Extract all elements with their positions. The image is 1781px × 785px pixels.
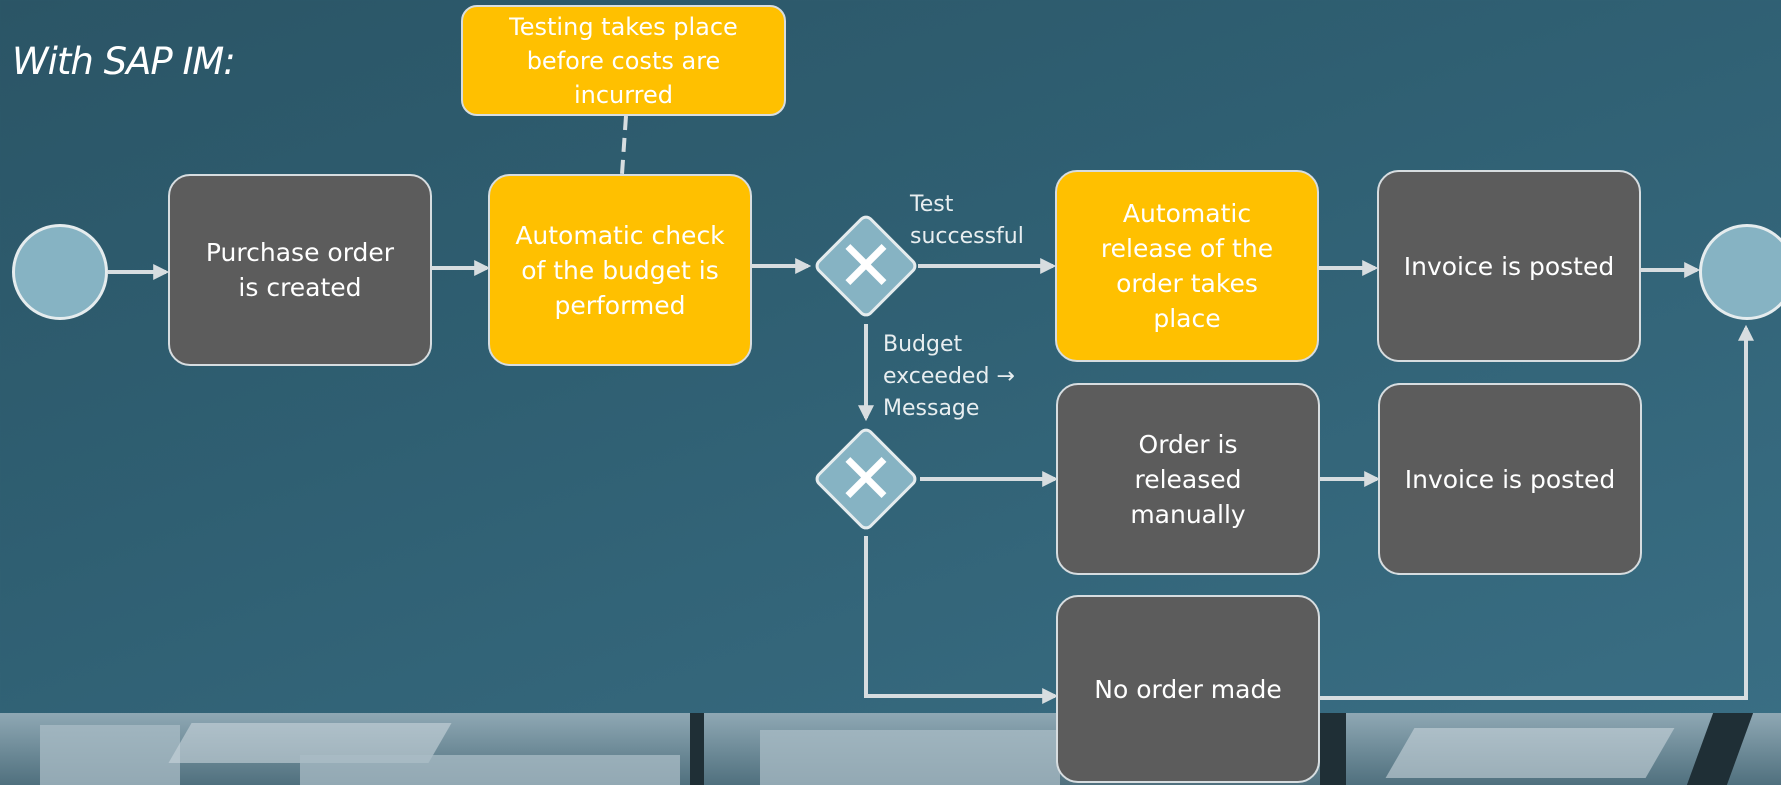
gateway-x-icon: ✕	[836, 225, 896, 307]
task-budget-check: Automatic check of the budget is perform…	[488, 174, 752, 366]
label-test-successful: Test successful	[910, 192, 1024, 249]
start-event-icon	[12, 224, 108, 320]
annotation-testing: Testing takes place before costs are inc…	[461, 5, 786, 116]
task-no-order-made: No order made	[1056, 595, 1320, 783]
flow-no-order-to-end	[1320, 324, 1754, 700]
task-create-purchase-order: Purchase order is created	[168, 174, 432, 366]
label-budget-exceeded: Budget exceeded → Message	[883, 332, 1015, 421]
page-title: With SAP IM:	[12, 40, 236, 83]
end-event-icon	[1699, 224, 1781, 320]
gateway-x-icon: ✕	[836, 438, 896, 520]
task-manual-release: Order is released manually	[1056, 383, 1320, 575]
background-photo-strip	[0, 713, 1781, 785]
task-invoice-posted-2: Invoice is posted	[1378, 383, 1642, 575]
annotation-association	[620, 115, 628, 175]
flow-gateway2-to-no-order	[864, 536, 1059, 704]
task-invoice-posted-1: Invoice is posted	[1377, 170, 1641, 362]
task-automatic-release: Automatic release of the order takes pla…	[1055, 170, 1319, 362]
